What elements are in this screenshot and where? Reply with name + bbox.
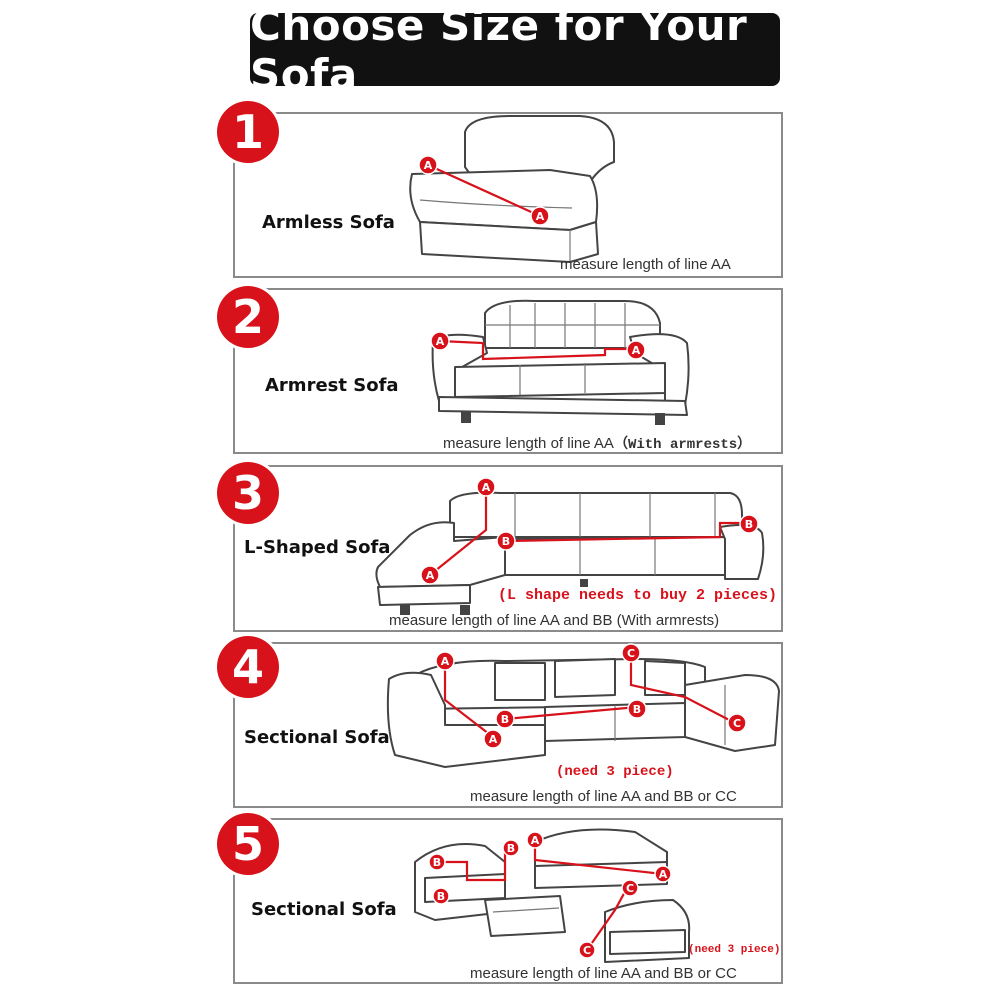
sofa-name-armless: Armless Sofa	[262, 212, 395, 233]
svg-text:A: A	[482, 481, 491, 494]
sectional-sofa-set-illustration: B B A A C C B	[414, 828, 691, 963]
measure-instruction: measure length of line AA and BB or CC	[470, 965, 737, 982]
note-text: (need 3 piece)	[688, 944, 781, 956]
measure-note: （With armrests）	[613, 437, 752, 453]
svg-text:B: B	[433, 856, 441, 869]
number-badge-4: 4	[217, 636, 279, 698]
marker-a: A	[435, 651, 455, 671]
number-badge-1: 1	[217, 101, 279, 163]
measure-instruction: measure length of line AA and BB or CC	[470, 788, 737, 805]
marker-b: B	[428, 853, 446, 871]
title-banner: Choose Size for Your Sofa	[250, 1, 780, 99]
badge-number: 3	[231, 466, 264, 520]
svg-text:A: A	[436, 335, 445, 348]
marker-a: A	[626, 340, 646, 360]
marker-b: B	[739, 514, 759, 534]
svg-text:B: B	[437, 890, 445, 903]
svg-text:A: A	[424, 159, 433, 172]
l-shaped-sofa-illustration: A A B B	[375, 477, 765, 615]
marker-b: B	[502, 839, 520, 857]
sectional-sofa-illustration: A A B B C C	[386, 643, 780, 768]
svg-text:B: B	[507, 842, 515, 855]
sofa-name-sectional: Sectional Sofa	[244, 727, 390, 748]
note-text: (L shape needs to buy 2 pieces)	[498, 587, 778, 604]
svg-text:C: C	[627, 647, 635, 660]
svg-text:B: B	[501, 713, 509, 726]
marker-c: C	[621, 879, 639, 897]
marker-a: A	[654, 865, 672, 883]
marker-a: A	[418, 155, 438, 175]
sofa-name-l-shaped: L-Shaped Sofa	[244, 537, 391, 558]
marker-a: A	[430, 331, 450, 351]
page-title: Choose Size for Your Sofa	[250, 0, 748, 99]
svg-text:A: A	[536, 210, 545, 223]
marker-b: B	[432, 887, 450, 905]
svg-text:A: A	[441, 655, 450, 668]
marker-b: B	[496, 531, 516, 551]
svg-text:C: C	[583, 944, 591, 957]
measure-instruction: measure length of line AA and BB (With a…	[389, 612, 720, 629]
svg-text:B: B	[633, 703, 641, 716]
badge-number: 4	[231, 640, 264, 694]
badge-number: 2	[231, 290, 264, 344]
marker-c: C	[621, 643, 641, 663]
svg-text:A: A	[659, 868, 668, 881]
svg-text:A: A	[426, 569, 435, 582]
svg-text:B: B	[502, 535, 510, 548]
number-badge-5: 5	[217, 813, 279, 875]
badge-number: 1	[231, 105, 264, 159]
armrest-sofa-illustration: A A	[430, 299, 690, 425]
marker-a: A	[530, 206, 550, 226]
svg-text:A: A	[531, 834, 540, 847]
svg-text:B: B	[745, 518, 753, 531]
marker-b: B	[627, 699, 647, 719]
marker-a: A	[420, 565, 440, 585]
marker-c: C	[578, 941, 596, 959]
marker-a: A	[526, 831, 544, 849]
marker-a: A	[476, 477, 496, 497]
badge-number: 5	[231, 817, 264, 871]
note-text: (need 3 piece)	[556, 764, 674, 780]
number-badge-2: 2	[217, 286, 279, 348]
svg-text:A: A	[489, 733, 498, 746]
measure-instruction: measure length of line AA	[560, 256, 731, 273]
sofa-name-armrest: Armrest Sofa	[265, 375, 399, 396]
marker-c: C	[727, 713, 747, 733]
number-badge-3: 3	[217, 462, 279, 524]
armless-sofa-illustration: A A	[409, 115, 615, 263]
marker-b: B	[495, 709, 515, 729]
svg-text:C: C	[733, 717, 741, 730]
svg-text:A: A	[632, 344, 641, 357]
measure-instruction: measure length of line AA（With armrests）	[443, 433, 751, 453]
svg-text:C: C	[626, 882, 634, 895]
marker-a: A	[483, 729, 503, 749]
measure-text: measure length of line AA	[443, 435, 614, 452]
sofa-name-sectional: Sectional Sofa	[251, 899, 397, 920]
